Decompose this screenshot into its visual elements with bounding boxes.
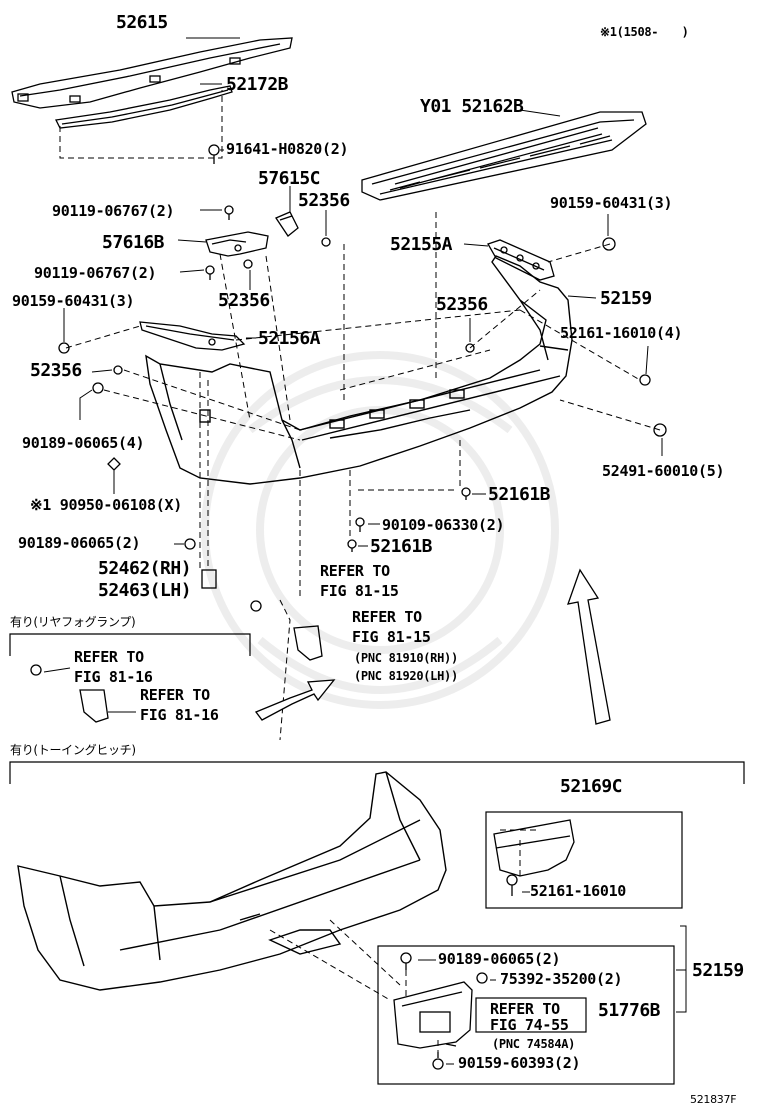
label-90159-60393: 90159-60393(2) <box>458 1054 581 1072</box>
part-52169C-trim <box>493 819 575 877</box>
label-52169C: 52169C <box>560 776 623 797</box>
label-52356-d: 52356 <box>30 360 82 381</box>
label-52462-RH: 52462(RH) <box>98 558 192 579</box>
box-52169C <box>485 811 683 909</box>
refer-c-line2: FIG 81-16 <box>74 668 153 686</box>
label-57616B: 57616B <box>102 232 165 253</box>
fasteners <box>30 144 667 1070</box>
part-52162B-step-pad <box>361 111 647 201</box>
label-52156A: 52156A <box>258 328 321 349</box>
refer-d-line1: REFER TO <box>140 686 210 704</box>
refer-b-line3: (PNC 81910(RH)) <box>354 651 458 665</box>
label-90159-60431-left: 90159-60431(3) <box>12 292 135 310</box>
label-52161-16010-4: 52161-16010(4) <box>560 324 683 342</box>
fog-group-bracket <box>9 633 251 656</box>
refer-b-line2: FIG 81-15 <box>352 628 431 646</box>
label-90159-60431-right: 90159-60431(3) <box>550 194 673 212</box>
refer-b-line1: REFER TO <box>352 608 422 626</box>
hitch-group-bracket <box>9 761 745 784</box>
part-52462-pad <box>201 569 217 589</box>
heading-rear-fog-lamp: 有り(リヤフォグランプ) <box>10 615 136 629</box>
label-52155A: 52155A <box>390 234 453 255</box>
label-52161B-b: 52161B <box>370 536 433 557</box>
label-52161-16010: 52161-16010 <box>530 882 627 900</box>
label-52356-b: 52356 <box>218 290 270 311</box>
refer-d-line2: FIG 81-16 <box>140 706 219 724</box>
label-52491-60010: 52491-60010(5) <box>602 462 725 480</box>
label-52161B-a: 52161B <box>488 484 551 505</box>
box-refer-74-55 <box>475 997 587 1033</box>
label-90119-06767-b: 90119-06767(2) <box>34 264 157 282</box>
reflector-lamp <box>293 625 323 661</box>
box-51776B <box>377 945 675 1085</box>
refer-e-line3: (PNC 74584A) <box>492 1037 576 1051</box>
heading-towing-hitch: 有り(トーイングヒッチ) <box>10 743 136 757</box>
label-Y01-52162B: Y01 52162B <box>420 96 524 117</box>
refer-e-line1: REFER TO <box>490 1000 560 1018</box>
refer-a-line2: FIG 81-15 <box>320 582 399 600</box>
label-90950-06108: ※1 90950-06108(X) <box>30 496 182 514</box>
part-52159-bumper-hitch <box>17 771 447 991</box>
label-90119-06767-a: 90119-06767(2) <box>52 202 175 220</box>
label-52159-bottom: 52159 <box>692 960 744 981</box>
part-57615C-bracket <box>275 211 299 237</box>
refer-a-line1: REFER TO <box>320 562 390 580</box>
refer-c-line1: REFER TO <box>74 648 144 666</box>
label-52159-top: 52159 <box>600 288 652 309</box>
label-52356-c: 52356 <box>436 294 488 315</box>
label-52615: 52615 <box>116 12 168 33</box>
label-57615C: 57615C <box>258 168 321 189</box>
part-52156A-bracket <box>139 321 246 351</box>
label-75392-35200: 75392-35200(2) <box>500 970 623 988</box>
label-91641-H0820: 91641-H0820(2) <box>226 140 349 158</box>
dashed-guides <box>59 90 661 1056</box>
refer-e-line2: FIG 74-55 <box>490 1016 569 1034</box>
part-52172B-strip <box>55 85 233 129</box>
note-top-right: ※1(1508- ) <box>600 25 689 39</box>
part-52155A-bracket <box>487 239 555 281</box>
label-90189-06065-2a: 90189-06065(2) <box>18 534 141 552</box>
part-52615-bracket <box>11 37 293 109</box>
part-52159-bumper-cover <box>145 255 573 485</box>
part-51776B-cover <box>393 981 473 1049</box>
label-52172B: 52172B <box>226 74 289 95</box>
leader-lines <box>43 37 687 1065</box>
label-51776B: 51776B <box>598 1000 661 1021</box>
label-90189-06065-4: 90189-06065(4) <box>22 434 145 452</box>
part-57616B-bracket <box>205 231 269 257</box>
label-90189-06065-2b: 90189-06065(2) <box>438 950 561 968</box>
figure-code: 521837F <box>690 1093 737 1106</box>
label-52463-LH: 52463(LH) <box>98 580 192 601</box>
fog-lamp <box>79 689 109 723</box>
arrows <box>254 568 611 725</box>
label-52356-a: 52356 <box>298 190 350 211</box>
label-90109-06330: 90109-06330(2) <box>382 516 505 534</box>
refer-b-line4: (PNC 81920(LH)) <box>354 669 458 683</box>
